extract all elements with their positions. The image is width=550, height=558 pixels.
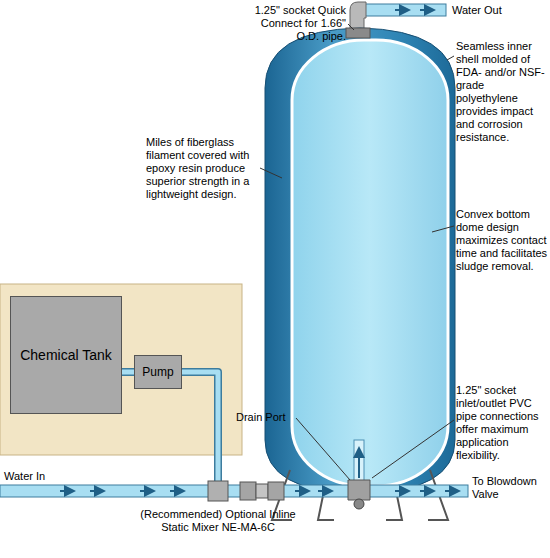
drain-valve: [354, 499, 364, 509]
part-label: Drain Port: [236, 411, 298, 424]
injection-line: [182, 372, 218, 484]
callout-text: 1.25" socket inlet/outlet PVC pipe conne…: [456, 384, 548, 462]
feed-pipe: [122, 372, 134, 373]
bottom-tee: [348, 480, 370, 500]
tank-box: Chemical Tank: [10, 296, 122, 414]
mixer-coupling: [268, 482, 284, 500]
riser-tube: [354, 440, 364, 484]
mixer-coupling: [240, 482, 256, 500]
flow-arrow: [358, 452, 360, 478]
inner-liner: [292, 40, 448, 486]
injection-line-core: [182, 372, 218, 484]
callout-text: Convex bottom dome design maximizes cont…: [456, 208, 548, 273]
quick-connect: [346, 28, 370, 38]
node-text: Pump: [142, 365, 173, 379]
leader-lines: [260, 24, 454, 480]
tank-shell: [265, 28, 455, 494]
mixer-body: [256, 484, 268, 498]
injection-tee: [208, 481, 228, 501]
pump-box: Pump: [134, 355, 182, 389]
flow-arrows: [395, 9, 430, 11]
flow-label: To Blowdown Valve: [472, 475, 548, 501]
part-label: (Recommended) Optional Inline Static Mix…: [140, 508, 296, 534]
outlet-pipe: [362, 4, 446, 16]
callout-text: 1.25" socket Quick Connect for 1.66" O.D…: [250, 4, 346, 43]
water-line: [0, 485, 468, 497]
callout-text: Miles of fiberglass filament covered wit…: [146, 136, 258, 201]
node-text: Chemical Tank: [20, 347, 112, 363]
flow-label: Water In: [4, 470, 84, 483]
flow-label: Water Out: [452, 4, 547, 17]
callout-text: Seamless inner shell molded of FDA- and/…: [456, 40, 548, 144]
